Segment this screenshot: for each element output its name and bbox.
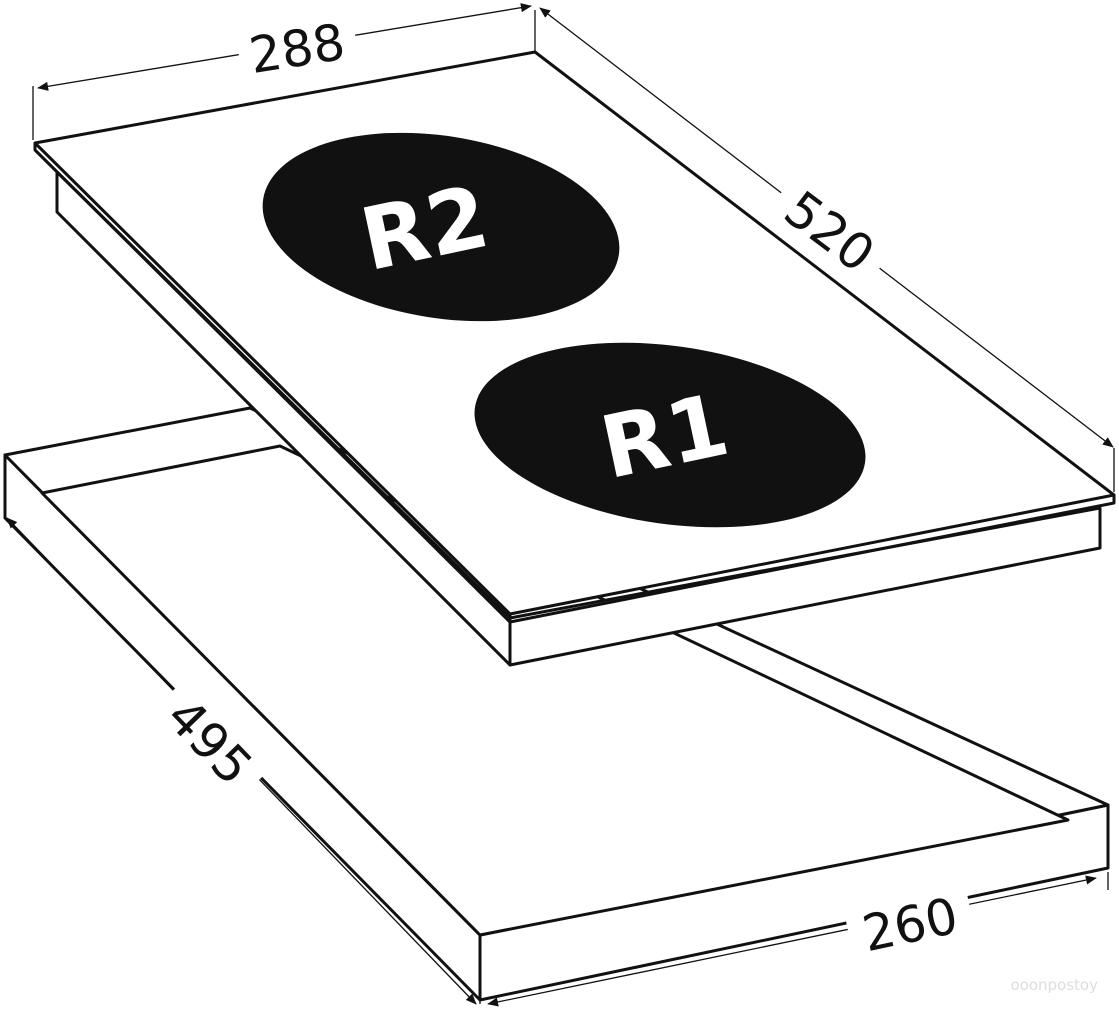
dimension-top-width: 288: [32, 3, 536, 140]
label-mask: [233, 5, 361, 85]
watermark-text: ooonpostoy: [1011, 976, 1099, 994]
label-mask: [842, 880, 978, 968]
dimension-line-260: [487, 875, 1097, 1007]
hob-glass-edge-left: [33, 143, 512, 624]
dimension-cutout-width: 260: [487, 872, 1109, 1007]
hob-glass-edge-front: [509, 495, 1116, 624]
label-mask: [761, 168, 899, 294]
cooking-zone-r2: [262, 132, 620, 322]
label-mask: [144, 674, 276, 808]
